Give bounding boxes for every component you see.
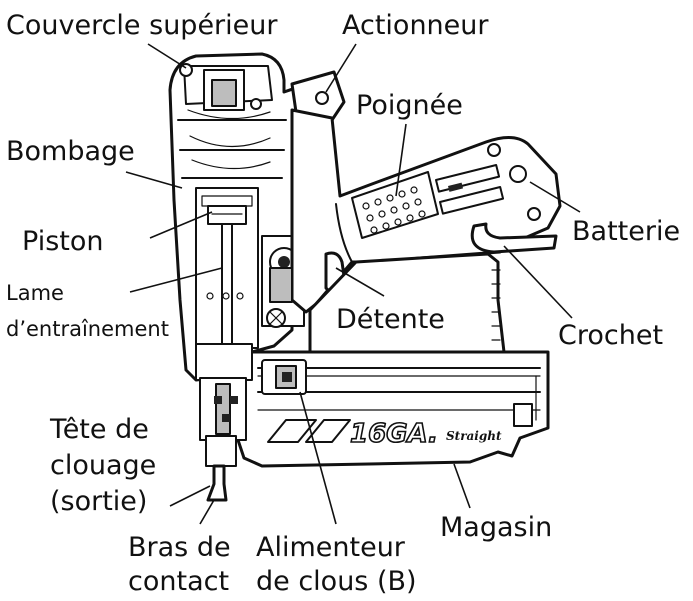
label-nose-3: (sortie) xyxy=(50,486,147,517)
magazine-body: 16GA. Straight xyxy=(236,350,550,468)
label-top-cover: Couvercle supérieur xyxy=(6,10,278,41)
part-labels: Couvercle supérieur Actionneur Poignée B… xyxy=(6,10,680,597)
label-feeder-2: de clous (B) xyxy=(256,566,417,597)
leader-piston xyxy=(149,211,213,239)
leader-handle xyxy=(395,123,407,197)
leader-contact-arm xyxy=(199,499,215,525)
leader-driver-blade xyxy=(129,267,223,293)
label-trigger: Détente xyxy=(336,304,445,335)
leader-top-cover xyxy=(147,43,187,69)
nail-feeder-part xyxy=(261,359,307,395)
leader-bumper xyxy=(125,171,183,189)
label-actuator: Actionneur xyxy=(342,10,489,41)
leader-lines xyxy=(125,43,581,525)
label-nose-1: Tête de xyxy=(49,414,149,445)
leader-battery xyxy=(529,181,581,213)
label-contact-arm-2: contact xyxy=(128,566,229,597)
leader-trigger xyxy=(335,267,385,297)
leader-hook xyxy=(503,245,573,319)
leader-actuator xyxy=(325,43,357,93)
label-battery: Batterie xyxy=(572,216,680,247)
label-hook: Crochet xyxy=(558,320,663,351)
leader-magazine xyxy=(453,463,471,509)
magazine-gauge-text: 16GA. xyxy=(350,419,438,449)
label-magazine: Magasin xyxy=(440,512,552,543)
label-bumper: Bombage xyxy=(6,136,135,167)
nailer-illustration: 16GA. Straight xyxy=(168,52,562,502)
label-driver-blade-1: Lame xyxy=(6,281,64,305)
label-contact-arm-1: Bras de xyxy=(128,532,231,563)
label-feeder-1: Alimenteur xyxy=(256,532,406,563)
nose-assembly xyxy=(195,343,253,467)
belt-hook-part xyxy=(470,222,558,254)
leader-nose xyxy=(169,485,211,507)
rear-support xyxy=(308,252,506,354)
magazine-style-text: Straight xyxy=(446,429,502,443)
leader-feeder xyxy=(299,391,337,525)
contact-arm xyxy=(206,464,228,502)
label-piston: Piston xyxy=(22,226,103,257)
label-driver-blade-2: d’entraînement xyxy=(6,317,169,341)
label-nose-2: clouage xyxy=(50,450,156,481)
label-handle: Poignée xyxy=(356,90,463,121)
